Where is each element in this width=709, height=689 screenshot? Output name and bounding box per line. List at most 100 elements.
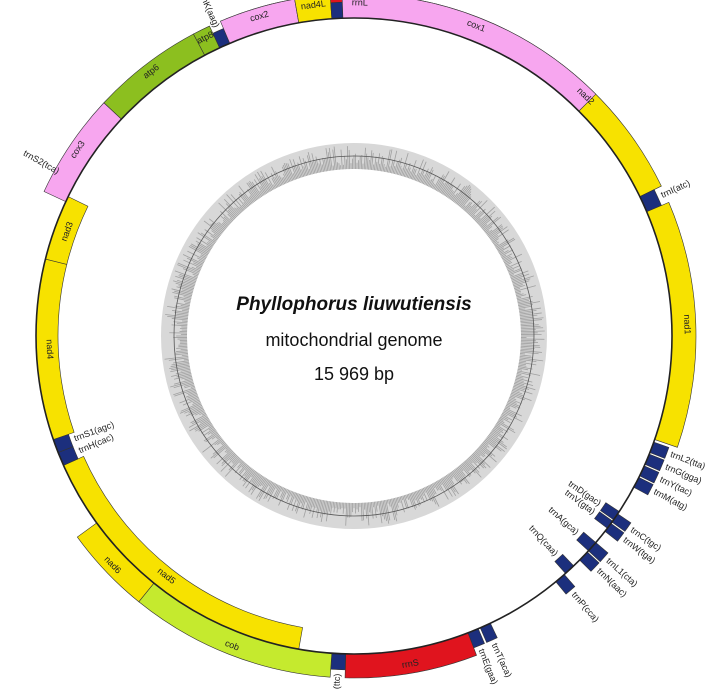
gc-skew-tick xyxy=(396,157,403,175)
gc-skew-tick xyxy=(281,488,288,502)
gene-label-trnp-cca: trnP(cca) xyxy=(570,590,601,624)
gc-skew-tick xyxy=(221,452,236,467)
gc-skew-tick xyxy=(495,424,509,433)
gc-skew-tick xyxy=(325,500,329,515)
gc-skew-tick xyxy=(319,159,323,173)
gene-label-nad4l: nad4L xyxy=(300,0,326,11)
gc-skew-tick xyxy=(515,292,521,295)
gene-label-rrns: rrnS xyxy=(401,657,419,670)
gc-skew-tick xyxy=(239,464,249,476)
gc-skew-tick xyxy=(481,224,488,229)
gc-skew-tick xyxy=(457,466,466,477)
gc-skew-tick xyxy=(175,275,196,284)
gc-skew-tick xyxy=(443,476,457,497)
gc-skew-tick xyxy=(508,399,517,404)
gc-skew-tick xyxy=(504,407,522,417)
gc-skew-tick xyxy=(445,185,454,197)
gc-skew-tick xyxy=(478,210,496,226)
gc-skew-tick xyxy=(184,302,191,305)
gc-skew-tick xyxy=(493,240,498,245)
gc-skew-tick xyxy=(210,227,221,236)
gene-arc-rrns xyxy=(344,632,477,679)
gc-skew-tick xyxy=(385,499,391,521)
gc-skew-tick xyxy=(199,417,209,424)
gc-skew-tick xyxy=(251,181,263,197)
gc-skew-tick xyxy=(261,478,268,486)
gc-skew-tick xyxy=(519,357,544,362)
gc-skew-tick xyxy=(401,496,403,501)
gc-skew-tick xyxy=(440,181,449,194)
gc-skew-tick xyxy=(332,165,335,171)
gc-skew-tick xyxy=(177,262,200,273)
gc-skew-tick xyxy=(463,201,471,211)
gc-skew-tick xyxy=(173,374,192,380)
gc-skew-tick xyxy=(181,354,189,357)
gc-skew-tick xyxy=(222,220,230,226)
gc-skew-tick xyxy=(451,193,459,202)
gc-skew-tick xyxy=(281,177,286,185)
gc-skew-tick xyxy=(301,495,306,508)
gc-skew-tick xyxy=(208,218,225,232)
gc-skew-tick xyxy=(226,448,232,454)
gc-skew-tick xyxy=(454,469,464,482)
gc-skew-tick xyxy=(457,188,472,206)
gc-skew-tick xyxy=(306,497,312,511)
gc-skew-tick xyxy=(218,222,227,229)
gc-skew-tick xyxy=(228,207,238,218)
gc-skew-tick xyxy=(179,395,199,404)
gc-skew-tick xyxy=(309,497,314,514)
gc-skew-tick xyxy=(300,495,305,504)
gc-skew-tick xyxy=(183,301,191,304)
gc-skew-tick xyxy=(325,157,329,172)
gc-skew-tick xyxy=(508,267,522,274)
gc-skew-tick xyxy=(480,444,496,457)
gc-skew-tick xyxy=(456,186,472,205)
gc-skew-tick xyxy=(174,378,193,385)
gc-skew-tick xyxy=(443,177,456,196)
gc-skew-tick xyxy=(470,200,488,218)
gc-skew-tick xyxy=(519,360,527,363)
gc-skew-tick xyxy=(171,288,193,295)
gc-skew-tick xyxy=(210,444,228,459)
gc-skew-tick xyxy=(216,222,226,231)
gc-skew-tick xyxy=(192,273,199,277)
gc-skew-tick xyxy=(239,459,243,464)
gc-skew-tick xyxy=(491,229,509,242)
gc-skew-tick xyxy=(395,159,400,175)
gc-skew-tick xyxy=(391,150,398,174)
gc-skew-tick xyxy=(422,487,426,493)
gc-skew-tick xyxy=(407,171,412,179)
gc-skew-tick xyxy=(200,254,207,258)
gc-skew-tick xyxy=(257,476,265,487)
gc-skew-tick xyxy=(412,169,417,180)
gc-skew-tick xyxy=(189,419,210,432)
gene-label-trnq-caa: trnQ(caa) xyxy=(527,523,560,558)
gc-skew-tick xyxy=(410,168,416,180)
gc-skew-tick xyxy=(515,378,524,382)
gc-skew-tick xyxy=(485,230,490,234)
gc-skew-tick xyxy=(485,438,502,452)
gc-skew-tick xyxy=(505,404,511,408)
gc-skew-tick xyxy=(307,152,314,175)
gc-skew-tick xyxy=(515,377,533,383)
gc-skew-tick xyxy=(195,266,202,270)
gc-skew-tick xyxy=(181,309,189,312)
gc-skew-tick xyxy=(227,209,237,219)
gc-skew-tick xyxy=(516,374,528,379)
gc-skew-tick xyxy=(396,497,400,503)
gc-skew-tick xyxy=(474,211,485,222)
gc-skew-tick xyxy=(211,222,224,233)
gc-skew-tick xyxy=(198,259,205,264)
gc-skew-tick xyxy=(469,208,477,217)
gc-skew-tick xyxy=(320,500,326,523)
gc-skew-tick xyxy=(170,363,190,368)
gc-skew-tick xyxy=(174,290,193,296)
gc-skew-tick xyxy=(438,479,443,486)
gc-skew-tick xyxy=(461,196,472,209)
gc-skew-tick xyxy=(517,298,530,302)
gc-skew-tick xyxy=(315,498,319,508)
gc-skew-tick xyxy=(303,496,310,518)
gc-skew-tick xyxy=(289,159,298,180)
gc-skew-tick xyxy=(223,199,240,216)
gc-skew-tick xyxy=(246,182,259,200)
